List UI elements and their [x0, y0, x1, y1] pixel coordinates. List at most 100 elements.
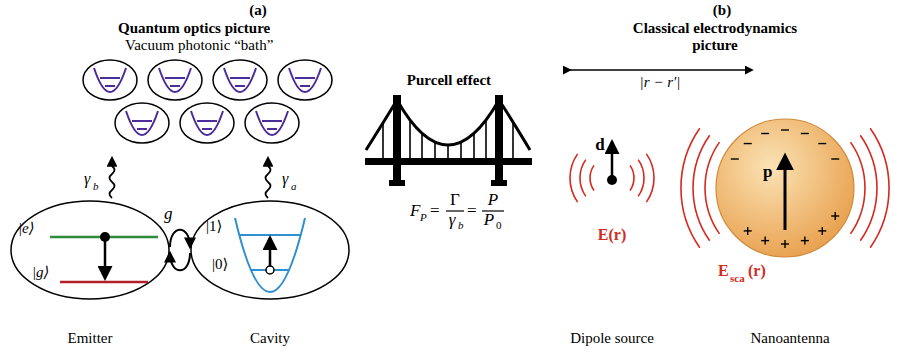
nanoantenna-sphere-outline [781, 129, 789, 130]
emitter-ellipse-outline [100, 232, 110, 242]
oscillator-bath [83, 60, 137, 100]
bridge-icon [512, 123, 514, 158]
distance-label: |r − r′| [640, 74, 681, 91]
oscillator-bath [180, 103, 234, 143]
nanoantenna-sphere-outline [784, 240, 785, 248]
formula-symbol: γ [449, 210, 456, 230]
nanoantenna-sphere-outline [784, 156, 787, 230]
dipole-arrow [607, 142, 617, 185]
oscillator-bath [100, 77, 120, 79]
oscillator-bath [148, 60, 202, 100]
formula-equals: = [467, 201, 477, 221]
oscillator-bath [132, 120, 152, 122]
bridge-icon [389, 180, 405, 186]
field-waves [693, 135, 710, 241]
decay-wavy-arrow [110, 158, 271, 198]
cavity-ellipse-outline [266, 266, 274, 274]
field-label: (r) [748, 262, 766, 280]
state-ket: |1⟩ [206, 218, 222, 235]
dipole-arrow [607, 175, 617, 185]
oscillator-bath [235, 85, 245, 87]
nanoantenna-sphere-outline [747, 227, 748, 235]
part-label: Dipole source [570, 330, 654, 347]
bath-label: Vacuum photonic “bath” [125, 37, 273, 54]
oscillator-bath [191, 111, 223, 135]
oscillator-bath [159, 68, 191, 92]
emitter-ellipse-outline [60, 281, 148, 284]
state-ket: |g⟩ [32, 264, 49, 281]
bridge-icon [383, 120, 513, 158]
oscillator-bath [295, 77, 315, 79]
cavity-ellipse: |1⟩|0⟩Cavity [190, 200, 350, 300]
oscillator-bath [278, 60, 332, 100]
emitter-ellipse-outline [11, 201, 169, 299]
bridge-icon [485, 120, 487, 158]
oscillator-bath [115, 103, 169, 143]
bridge-icon [366, 100, 530, 150]
nanoantenna-sphere-outline [764, 237, 765, 245]
oscillator-bath [278, 60, 332, 100]
state-ket: |0⟩ [212, 256, 228, 273]
formula-equals: = [430, 201, 440, 221]
formula-symbol: P [484, 210, 494, 230]
field-waves [681, 128, 700, 247]
bridge-icon [491, 180, 507, 186]
dipole-symbol: d [595, 135, 604, 155]
oscillator-bath [83, 60, 332, 143]
coupling-arrow [170, 253, 190, 270]
formula-symbol: F [410, 201, 420, 221]
bridge-icon [447, 145, 449, 158]
field-waves [638, 160, 644, 197]
formula-symbol: P [488, 190, 498, 210]
cavity-ellipse-outline [240, 234, 300, 236]
bridge-icon [382, 123, 384, 158]
part-label: Emitter [68, 330, 113, 347]
nanoantenna-sphere-outline [818, 143, 826, 144]
rate-subscript: b [93, 180, 99, 193]
field-label: E [718, 262, 729, 280]
field-waves [646, 154, 654, 202]
oscillator-bath [245, 103, 299, 143]
field-waves [570, 154, 578, 202]
panel-title: Classical electrodynamics picture [615, 20, 815, 55]
emitter-ellipse-outline [10, 200, 170, 300]
panel-title: Quantum optics picture [118, 20, 270, 37]
oscillator-bath [180, 103, 234, 143]
formula-symbol: Γ [450, 190, 460, 210]
coupling-arrow [170, 230, 190, 271]
nanoantenna-sphere-outline [801, 133, 809, 134]
oscillator-bath [245, 103, 299, 143]
oscillator-bath [267, 128, 277, 130]
part-label: Nanoantenna [750, 330, 829, 347]
cavity-ellipse-outline [269, 238, 272, 266]
field-waves [630, 165, 634, 190]
oscillator-bath [83, 60, 137, 100]
distance-arrow [570, 69, 752, 71]
oscillator-bath [126, 111, 158, 135]
bridge-icon [473, 134, 475, 158]
nanoantenna-sphere-outline [715, 118, 855, 258]
oscillator-bath [137, 128, 147, 130]
nanoantenna-sphere-outline [716, 119, 854, 257]
bridge-icon [460, 142, 462, 158]
oscillator-bath [224, 68, 256, 92]
oscillator-bath [262, 120, 282, 122]
oscillator-bath [197, 120, 217, 122]
bridge-icon [421, 134, 423, 158]
oscillator-bath [213, 60, 267, 100]
coupling-arrow [170, 230, 190, 247]
oscillator-bath [165, 77, 185, 79]
oscillator-bath [105, 85, 115, 87]
bridge-icon [393, 95, 401, 185]
nanoantenna-sphere-outline [831, 158, 839, 159]
cavity-ellipse-outline [235, 218, 305, 292]
oscillator-bath [202, 128, 212, 130]
bridge-icon [409, 120, 411, 158]
state-ket: |e⟩ [18, 220, 35, 237]
oscillator-bath [170, 85, 180, 87]
nanoantenna-sphere-outline [731, 158, 739, 159]
nanoantenna-sphere-outline [835, 212, 836, 220]
formula-subscript: P [420, 211, 427, 224]
panel-letter: (b) [713, 2, 731, 19]
part-label: Cavity [250, 330, 290, 347]
